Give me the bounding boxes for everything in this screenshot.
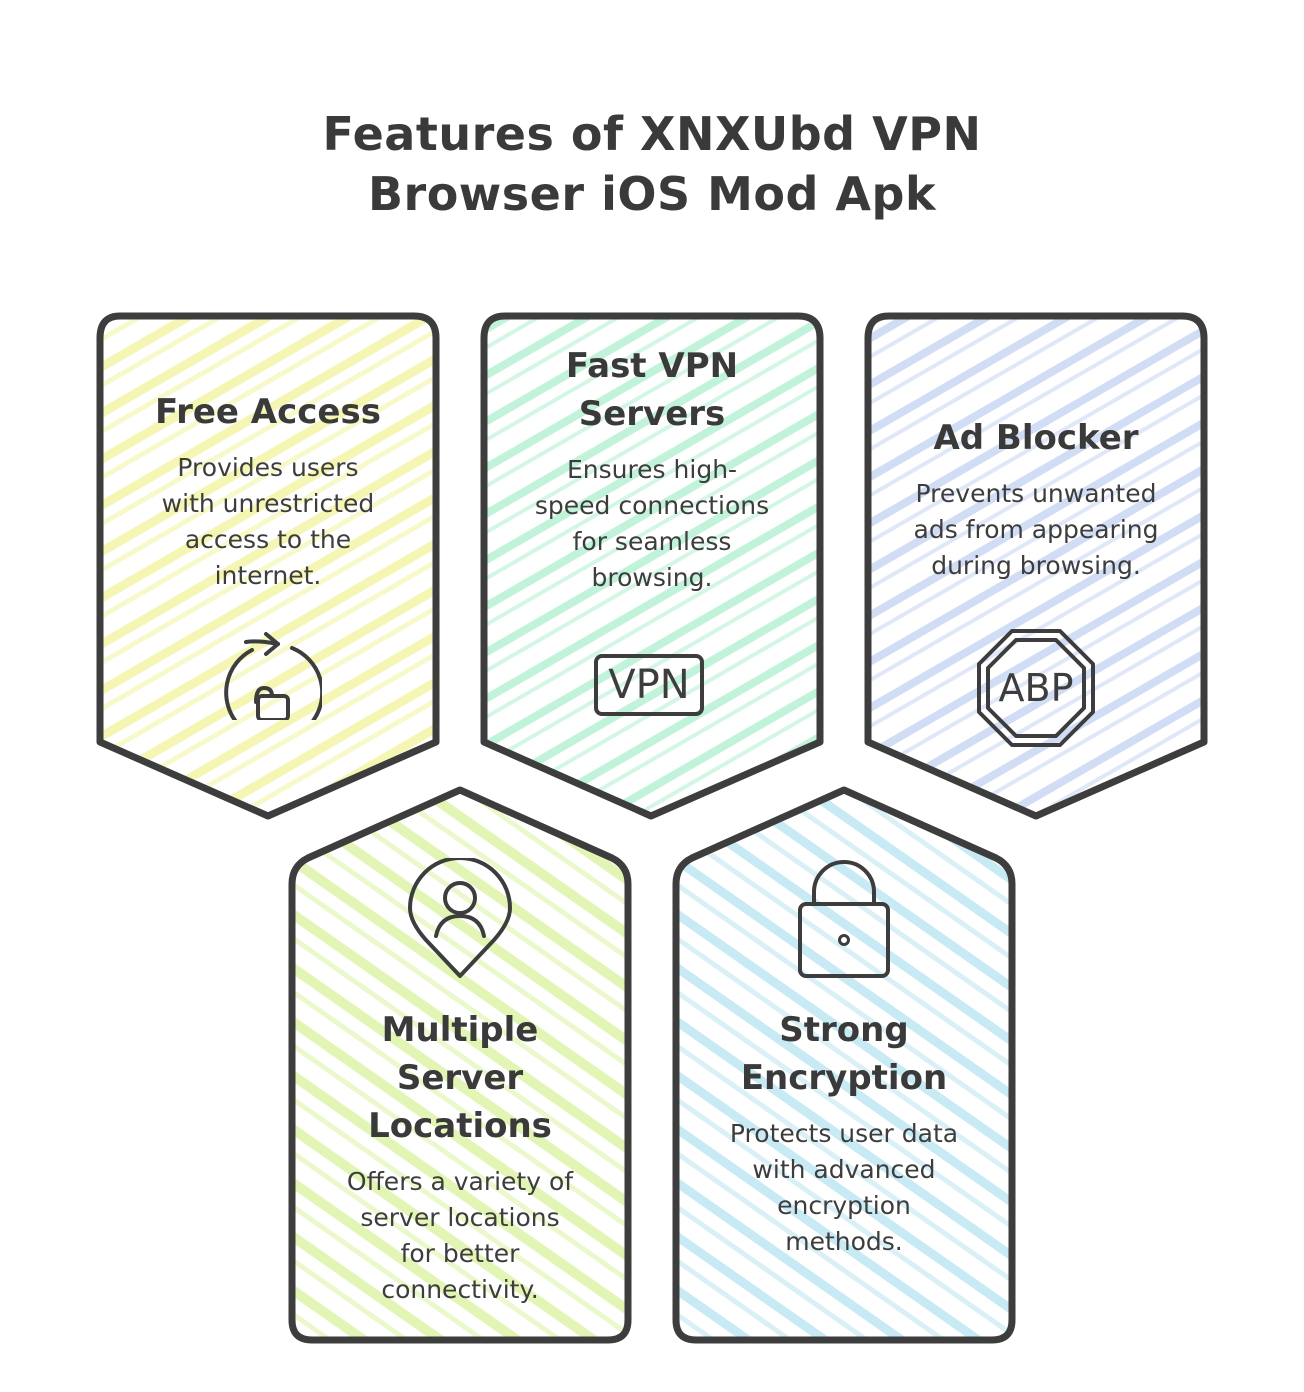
feature-title: Strong Encryption xyxy=(740,1010,948,1098)
card-shape-fast-vpn xyxy=(480,312,824,820)
feature-description: Provides users with unrestricted access … xyxy=(161,453,375,590)
card-shape-free-access xyxy=(96,312,440,820)
feature-card-fast-vpn-servers: Fast VPN Servers Ensures high- speed con… xyxy=(484,342,820,596)
feature-card-free-access: Free Access Provides users with unrestri… xyxy=(100,388,436,594)
feature-card-ad-blocker: Ad Blocker Prevents unwanted ads from ap… xyxy=(868,414,1204,584)
feature-title: Ad Blocker xyxy=(933,418,1139,458)
padlock-icon xyxy=(798,860,890,978)
card-shape-ad-blocker xyxy=(864,312,1208,820)
feature-description: Offers a variety of server locations for… xyxy=(346,1167,574,1304)
feature-title: Fast VPN Servers xyxy=(565,346,739,434)
location-pin-user-icon xyxy=(408,858,512,978)
vpn-badge-text: VPN xyxy=(608,662,690,708)
feature-description: Ensures high- speed connections for seam… xyxy=(534,455,770,592)
page-title-line-2: Browser iOS Mod Apk xyxy=(367,167,937,221)
feature-card-strong-encryption: Strong Encryption Protects user data wit… xyxy=(676,1006,1012,1260)
page-title-line-1: Features of XNXUbd VPN xyxy=(322,107,982,161)
card-shape-encryption xyxy=(672,786,1016,1344)
feature-title: Multiple Server Locations xyxy=(368,1010,552,1146)
vpn-badge-icon: VPN xyxy=(594,654,704,716)
abp-stop-sign-icon: ABP xyxy=(976,628,1096,748)
unlock-refresh-icon xyxy=(224,632,322,720)
abp-text: ABP xyxy=(998,666,1074,710)
card-shape-multiple-locations xyxy=(288,786,632,1344)
feature-card-multiple-server-locations: Multiple Server Locations Offers a varie… xyxy=(292,1006,628,1308)
feature-title: Free Access xyxy=(155,392,381,432)
feature-description: Protects user data with advanced encrypt… xyxy=(729,1119,959,1256)
page-title: Features of XNXUbd VPN Browser iOS Mod A… xyxy=(0,104,1304,224)
feature-description: Prevents unwanted ads from appearing dur… xyxy=(913,479,1159,580)
